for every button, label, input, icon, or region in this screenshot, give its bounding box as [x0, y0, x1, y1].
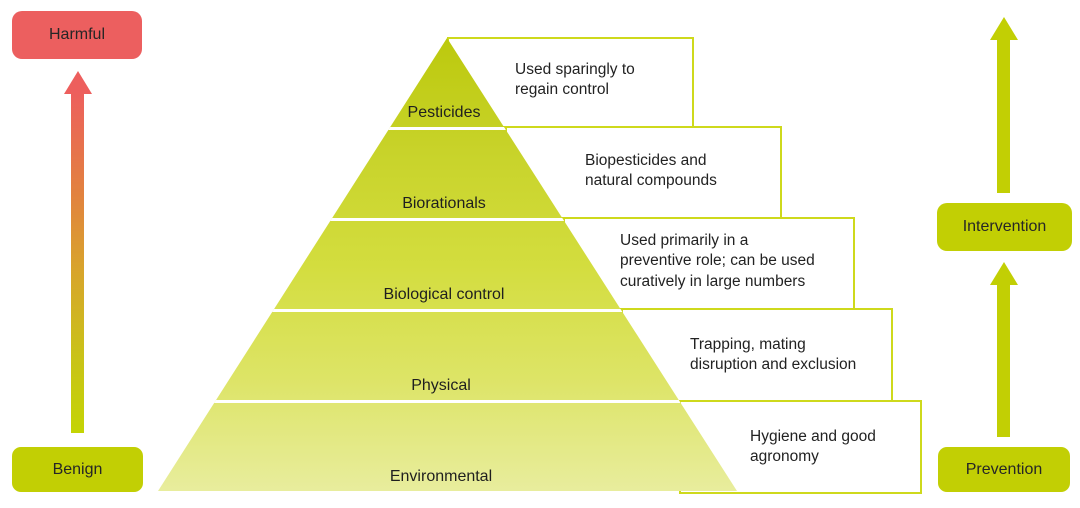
up-arrowhead-icon [990, 17, 1018, 40]
prevention-label: Prevention [965, 460, 1043, 478]
harmful-box: Harmful [12, 11, 142, 59]
intervention-label: Intervention [962, 218, 1047, 235]
pyramid-label-biorationals: Biorationals [402, 195, 486, 212]
prevention-to-intervention-arrow [990, 262, 1018, 437]
note-biorationals: Biopesticides and natural compounds [585, 152, 717, 190]
pyramid-label-environmental: Environmental [389, 468, 493, 485]
note-biological-control: Used primarily in a preventive role; can… [620, 232, 815, 290]
harmful-label: Harmful [48, 26, 105, 43]
pyramid-label-pesticides: Pesticides [407, 104, 481, 121]
up-arrowhead-icon [990, 262, 1018, 285]
intervention-arrow [990, 17, 1018, 193]
layer-divider [158, 309, 737, 312]
intervention-box: Intervention [937, 203, 1072, 251]
benign-label: Benign [52, 460, 103, 478]
benign-box: Benign [12, 447, 143, 492]
arrow-shaft [997, 283, 1010, 437]
note-pesticides: Used sparingly to regain control [515, 61, 635, 99]
layer-divider [158, 218, 737, 221]
note-physical: Trapping, mating disruption and exclusio… [690, 336, 857, 374]
pyramid-label-biological-control: Biological control [383, 286, 505, 303]
layer-divider [158, 127, 737, 130]
up-arrowhead-icon [64, 71, 92, 94]
layer-divider [158, 400, 737, 403]
prevention-box: Prevention [938, 447, 1070, 492]
arrow-shaft [71, 92, 84, 433]
benign-to-harmful-arrow [64, 71, 92, 433]
arrow-shaft [997, 38, 1010, 193]
note-environmental: Hygiene and good agronomy [750, 428, 876, 466]
pyramid-label-physical: Physical [411, 377, 471, 394]
